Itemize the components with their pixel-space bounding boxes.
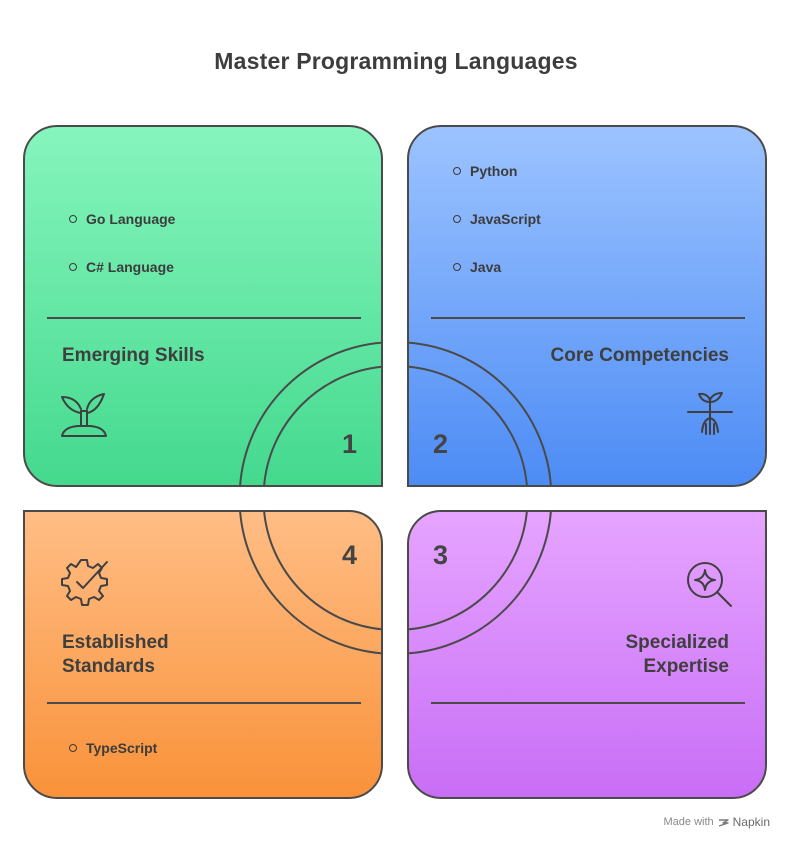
list-item-label: TypeScript (86, 740, 158, 756)
diagram-title: Master Programming Languages (214, 48, 578, 74)
quadrant-heading: Established Standards (62, 631, 169, 679)
quadrant-heading: Specialized Expertise (626, 631, 730, 679)
quadrant-heading: Emerging Skills (62, 345, 205, 366)
sprout-icon (61, 393, 107, 437)
quadrant-number: 2 (433, 429, 449, 459)
napkin-logo-icon (718, 818, 729, 827)
bullet-icon (453, 263, 461, 271)
list-item: Python (453, 163, 517, 179)
divider (47, 317, 361, 319)
gear-check-icon (61, 559, 108, 606)
magnifier-sparkle-icon (687, 562, 732, 607)
list-item: JavaScript (453, 211, 541, 227)
plant-roots-icon (687, 392, 733, 435)
quadrant-number: 1 (342, 429, 358, 459)
bullet-icon (69, 215, 77, 223)
heading-line: Expertise (643, 656, 729, 677)
list-item-label: Java (470, 259, 502, 275)
quadrant-number: 3 (433, 540, 449, 570)
made-with-label: Made with (663, 816, 714, 828)
footer-attribution[interactable]: Made with Napkin (664, 815, 771, 829)
brand-name: Napkin (732, 815, 770, 829)
bullet-icon (69, 263, 77, 271)
quadrant-core-competencies: Python JavaScript Java Core Competencies… (407, 125, 767, 487)
list-item: TypeScript (69, 740, 157, 756)
bullet-icon (453, 215, 461, 223)
list-item: Java (453, 259, 501, 275)
quadrant-established-standards: 4 Established Standards TypeScript (23, 510, 383, 799)
divider (431, 317, 745, 319)
heading-line: Standards (62, 656, 155, 677)
list-item-label: Python (470, 163, 518, 179)
list-item-label: C# Language (86, 259, 174, 275)
quadrant-heading: Core Competencies (550, 345, 729, 366)
list-item: Go Language (69, 211, 175, 227)
bullet-icon (69, 744, 77, 752)
list-item-label: Go Language (86, 211, 176, 227)
heading-line: Specialized (625, 632, 730, 653)
list-item-label: JavaScript (470, 211, 541, 227)
divider (47, 702, 361, 704)
bullet-icon (453, 167, 461, 175)
quadrant-number: 4 (342, 540, 358, 570)
quadrant-emerging-skills: Go Language C# Language Emerging Skills … (23, 125, 383, 487)
divider (431, 702, 745, 704)
list-item: C# Language (69, 259, 174, 275)
heading-line: Established (62, 632, 169, 653)
quadrant-specialized-expertise: 3 Specialized Expertise (407, 510, 767, 799)
